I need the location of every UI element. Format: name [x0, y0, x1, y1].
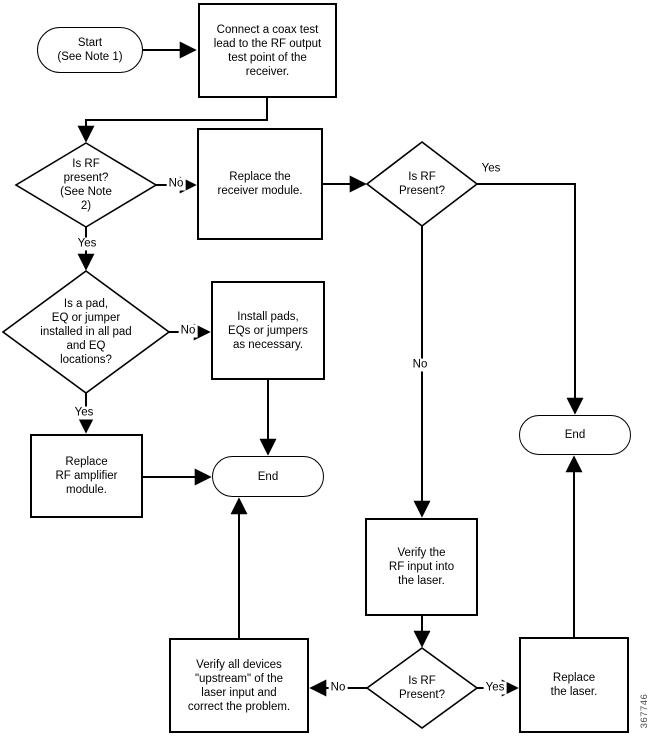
diamond-is-rf-present-bottom [365, 647, 479, 729]
verify-rf-input-step: Verify the RF input into the laser. [365, 518, 478, 616]
connect-coax-step: Connect a coax test lead to the RF outpu… [198, 3, 337, 98]
branch-label-no-pad: No [178, 324, 198, 338]
start-terminal: Start (See Note 1) [37, 27, 143, 73]
branch-label-yes-bottom: Yes [483, 681, 507, 695]
edge-diamond-right-yes-to-end-right [477, 183, 584, 415]
replace-rf-amp-step: Replace RF amplifier module. [30, 434, 143, 518]
verify-upstream-step: Verify all devices "upstream" of the las… [169, 638, 309, 733]
diamond-is-pad-eq-jumper [1, 270, 171, 394]
end-terminal-left: End [212, 456, 324, 497]
branch-label-yes-right: Yes [479, 162, 503, 176]
figure-number: 367746 [639, 693, 650, 729]
branch-label-no-bottom: No [328, 681, 348, 695]
branch-label-no-1: No [166, 177, 186, 191]
decision-is-rf-present-bottom-label: Is RF Present? [398, 675, 446, 701]
decision-is-pad-eq-jumper-label: Is a pad, EQ or jumper installed in all … [40, 298, 132, 366]
diamond-is-rf-present-1 [14, 142, 158, 228]
replace-receiver-step: Replace the receiver module. [197, 128, 323, 240]
branch-label-yes-pad: Yes [72, 406, 96, 420]
branch-label-no-right: No [410, 358, 430, 372]
replace-laser-step: Replace the laser. [519, 637, 629, 733]
end-terminal-right: End [519, 415, 631, 455]
install-pads-step: Install pads, EQs or jumpers as necessar… [211, 281, 325, 380]
decision-is-rf-present-right-label: Is RF Present? [398, 171, 446, 197]
diamond-is-rf-present-right [365, 140, 479, 228]
edge-connect-to-diamond1 [77, 98, 268, 143]
branch-label-yes-1: Yes [75, 237, 99, 251]
decision-is-rf-present-1-label: Is RF present? (See Note 2) [60, 158, 112, 212]
